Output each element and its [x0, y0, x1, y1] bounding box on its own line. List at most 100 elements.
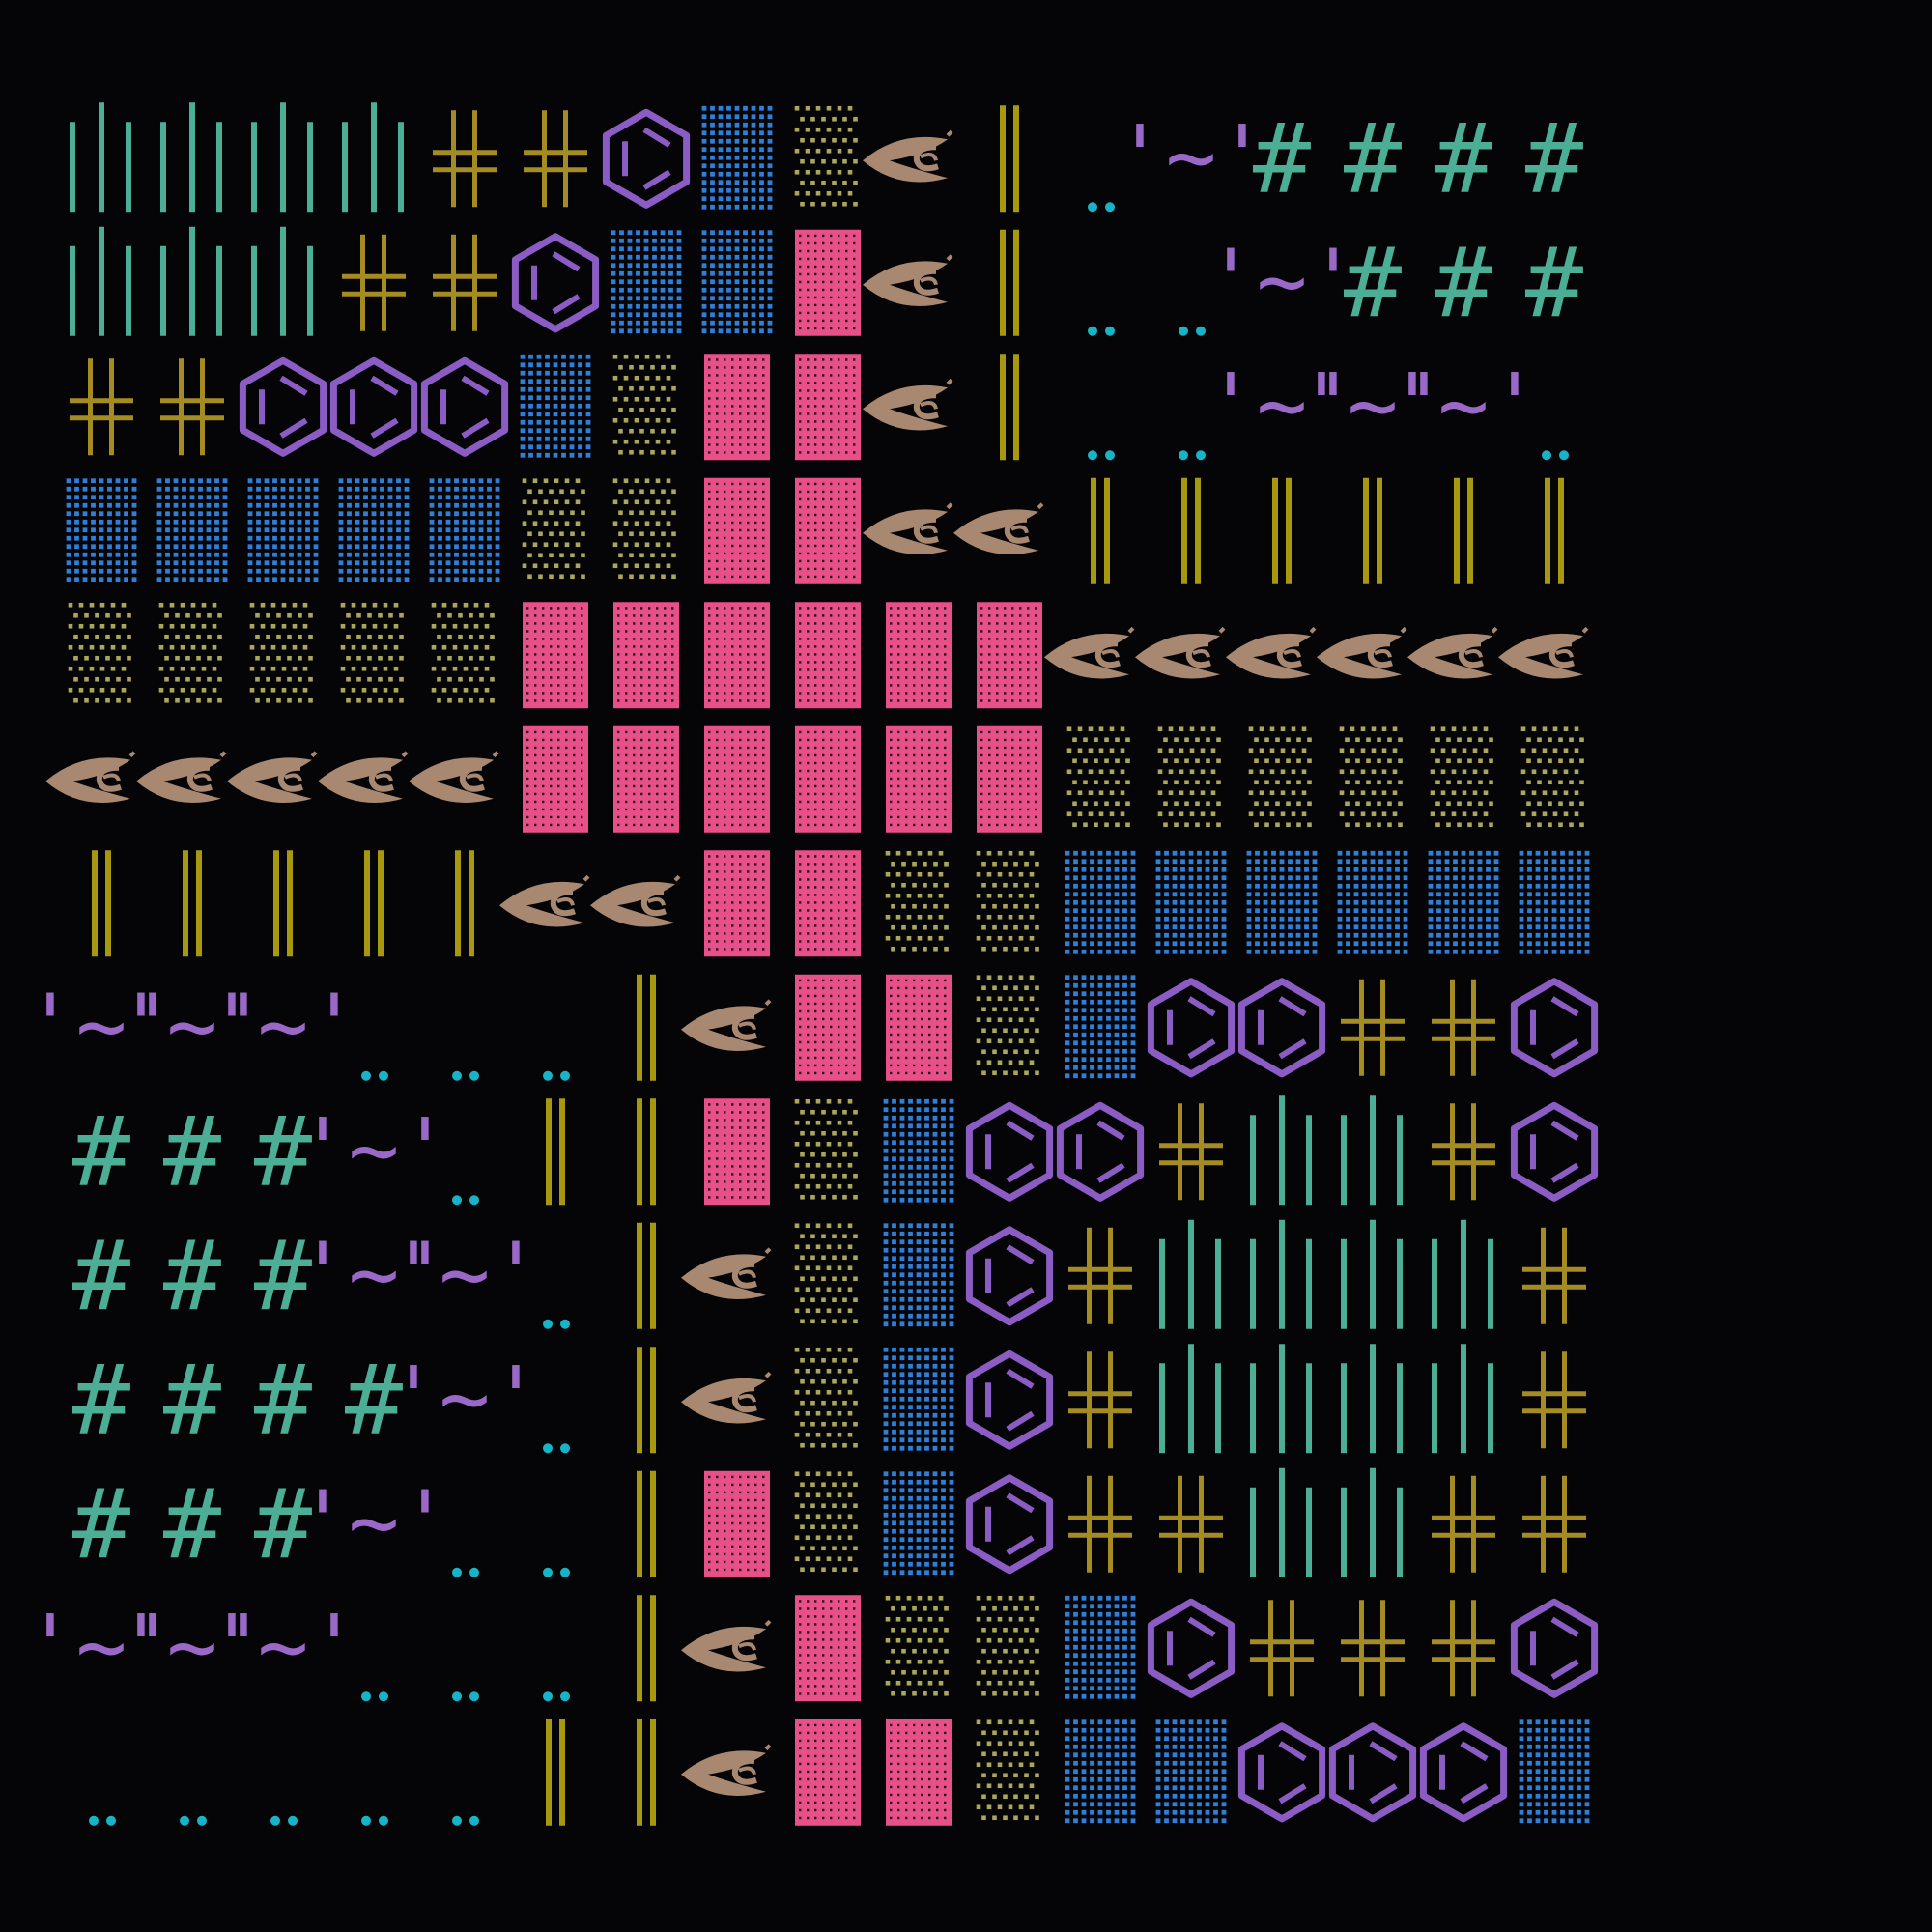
eye-glyph-glyph-cell [681, 1619, 772, 1672]
eye-glyph-glyph-cell [681, 1247, 772, 1300]
tilde-glyph-glyph-cell: '~' [207, 976, 360, 1075]
double-bar-glyph-cell [637, 974, 656, 1081]
cyan-dots-glyph-cell [1088, 202, 1115, 213]
cyan-dots-glyph-cell [361, 1070, 388, 1081]
hexagon-glyph-cell [965, 1101, 1054, 1202]
blue-dots-glyph-cell [883, 1471, 954, 1576]
olive-dots-glyph-cell [612, 478, 676, 580]
bars-glyph-cell [1250, 1219, 1312, 1329]
double-bar-glyph-cell [637, 1222, 656, 1329]
pink-block-glyph-cell [886, 725, 952, 833]
olive-dots-glyph-cell [612, 354, 676, 455]
cross-glyph-cell [1159, 1475, 1223, 1573]
pink-block-glyph-cell [795, 725, 861, 833]
cyan-dots-glyph-cell [452, 1195, 479, 1206]
pink-block-glyph-cell [795, 1595, 861, 1702]
blue-dots-glyph-cell [883, 1098, 954, 1203]
hash-glyph-glyph-cell: # [1435, 101, 1493, 214]
cross-glyph-cell [433, 234, 497, 331]
bars-glyph-cell [342, 102, 404, 213]
double-bar-glyph-cell [637, 1719, 656, 1826]
double-bar-glyph-cell [637, 1470, 656, 1577]
cyan-dots-glyph-cell [270, 1815, 298, 1826]
olive-dots-glyph-cell [976, 1595, 1039, 1696]
mosaic-row-11: ####'~' [72, 1343, 1586, 1456]
cross-glyph-cell [1432, 1600, 1495, 1697]
pink-block-glyph-cell [795, 974, 861, 1081]
eye-glyph-glyph-cell [1135, 626, 1226, 679]
blue-dots-glyph-cell [520, 354, 591, 458]
hash-glyph-glyph-cell: # [163, 1094, 222, 1208]
double-bar-glyph-cell [637, 1595, 656, 1702]
mosaic-row-5 [68, 602, 1589, 709]
tilde-glyph-glyph-cell: '~' [1387, 355, 1541, 454]
pink-block-glyph-cell [795, 229, 861, 336]
hexagon-glyph-cell [511, 233, 600, 333]
bars-glyph-cell [1250, 1344, 1312, 1454]
bars-glyph-cell [160, 226, 222, 336]
double-bar-glyph-cell [1000, 229, 1019, 336]
bars-glyph-cell [1341, 1467, 1403, 1577]
double-bar-glyph-cell [273, 850, 293, 957]
eye-glyph-glyph-cell [1498, 626, 1589, 679]
hash-glyph-glyph-cell: # [254, 1094, 313, 1208]
tilde-glyph-glyph-cell: '~' [116, 976, 270, 1075]
cyan-dots-glyph-cell [361, 1815, 388, 1826]
double-bar-glyph-cell [364, 850, 384, 957]
cyan-dots-glyph-cell [180, 1815, 207, 1826]
pink-block-glyph-cell [613, 725, 679, 833]
tilde-glyph-glyph-cell: '~' [298, 1224, 451, 1323]
tilde-glyph-glyph-cell: '~' [25, 976, 179, 1075]
cross-glyph-cell [1250, 1600, 1314, 1697]
double-bar-glyph-cell [183, 850, 202, 957]
blue-dots-glyph-cell [883, 1347, 954, 1451]
hexagon-glyph-cell [602, 108, 691, 209]
blue-dots-glyph-cell [701, 230, 773, 334]
olive-dots-glyph-cell [340, 602, 404, 703]
hash-glyph-glyph-cell: # [163, 1467, 222, 1580]
double-bar-glyph-cell [546, 1719, 565, 1826]
bars-glyph-cell [1341, 1344, 1403, 1454]
blue-dots-glyph-cell [701, 105, 773, 210]
pink-block-glyph-cell [795, 850, 861, 957]
bars-glyph-cell [251, 102, 313, 213]
cross-glyph-cell [1522, 1351, 1586, 1449]
hexagon-glyph-cell [1328, 1722, 1417, 1823]
hash-glyph-glyph-cell: # [254, 1219, 313, 1332]
eye-glyph-glyph-cell [318, 751, 409, 804]
tilde-glyph-glyph-cell: '~' [388, 1224, 542, 1323]
cyan-dots-glyph-cell [452, 1070, 479, 1081]
svg-text:'~': '~' [1387, 355, 1541, 454]
eye-glyph-glyph-cell [409, 751, 499, 804]
blue-dots-glyph-cell [338, 478, 410, 582]
cross-glyph-cell [1068, 1475, 1132, 1573]
mosaic-row-4 [66, 477, 1564, 584]
bars-glyph-cell [1159, 1344, 1221, 1454]
blue-dots-glyph-cell [1337, 850, 1408, 954]
hexagon-glyph-cell [329, 356, 418, 457]
pink-block-glyph-cell [704, 850, 770, 957]
olive-dots-glyph-cell [158, 602, 222, 703]
pink-block-glyph-cell [704, 477, 770, 584]
eye-glyph-glyph-cell [1044, 626, 1135, 679]
tilde-glyph-glyph-cell: '~' [1206, 355, 1359, 454]
cross-glyph-cell [433, 110, 497, 208]
hash-glyph-glyph-cell: # [1435, 226, 1493, 339]
pink-block-glyph-cell [886, 1719, 952, 1826]
eye-glyph-glyph-cell [681, 1371, 772, 1424]
cyan-dots-glyph-cell [1088, 450, 1115, 461]
hash-glyph-glyph-cell: # [163, 1219, 222, 1332]
tilde-glyph-glyph-cell: '~' [298, 1472, 451, 1572]
eye-glyph-glyph-cell [499, 874, 590, 927]
olive-dots-glyph-cell [1430, 726, 1493, 828]
bars-glyph-cell [1341, 1095, 1403, 1206]
hexagon-glyph-cell [1147, 1598, 1236, 1698]
double-bar-glyph-cell [455, 850, 474, 957]
cross-glyph-cell [1341, 979, 1405, 1076]
pink-block-glyph-cell [795, 602, 861, 709]
hash-glyph-glyph-cell: # [1253, 101, 1312, 214]
double-bar-glyph-cell [1000, 354, 1019, 461]
cross-glyph-cell [1341, 1600, 1405, 1697]
eye-glyph-glyph-cell [590, 874, 681, 927]
